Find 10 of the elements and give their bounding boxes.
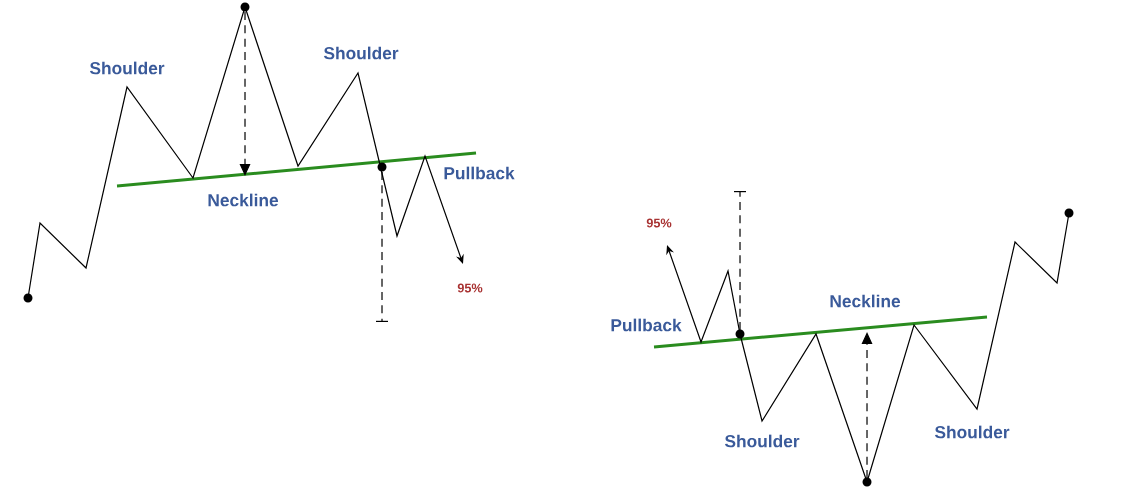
percent-label: 95% [457, 283, 483, 293]
pattern-label: Pullback [611, 318, 682, 332]
percent-label: 95% [646, 218, 672, 228]
pattern-label: Shoulder [323, 46, 399, 60]
pattern-label: Pullback [444, 166, 515, 180]
pattern-label: Neckline [208, 193, 279, 207]
pattern-label: Shoulder [934, 425, 1010, 439]
pattern-label: Shoulder [89, 61, 165, 75]
pattern-label: Shoulder [724, 434, 800, 448]
pattern-label: Neckline [830, 294, 901, 308]
